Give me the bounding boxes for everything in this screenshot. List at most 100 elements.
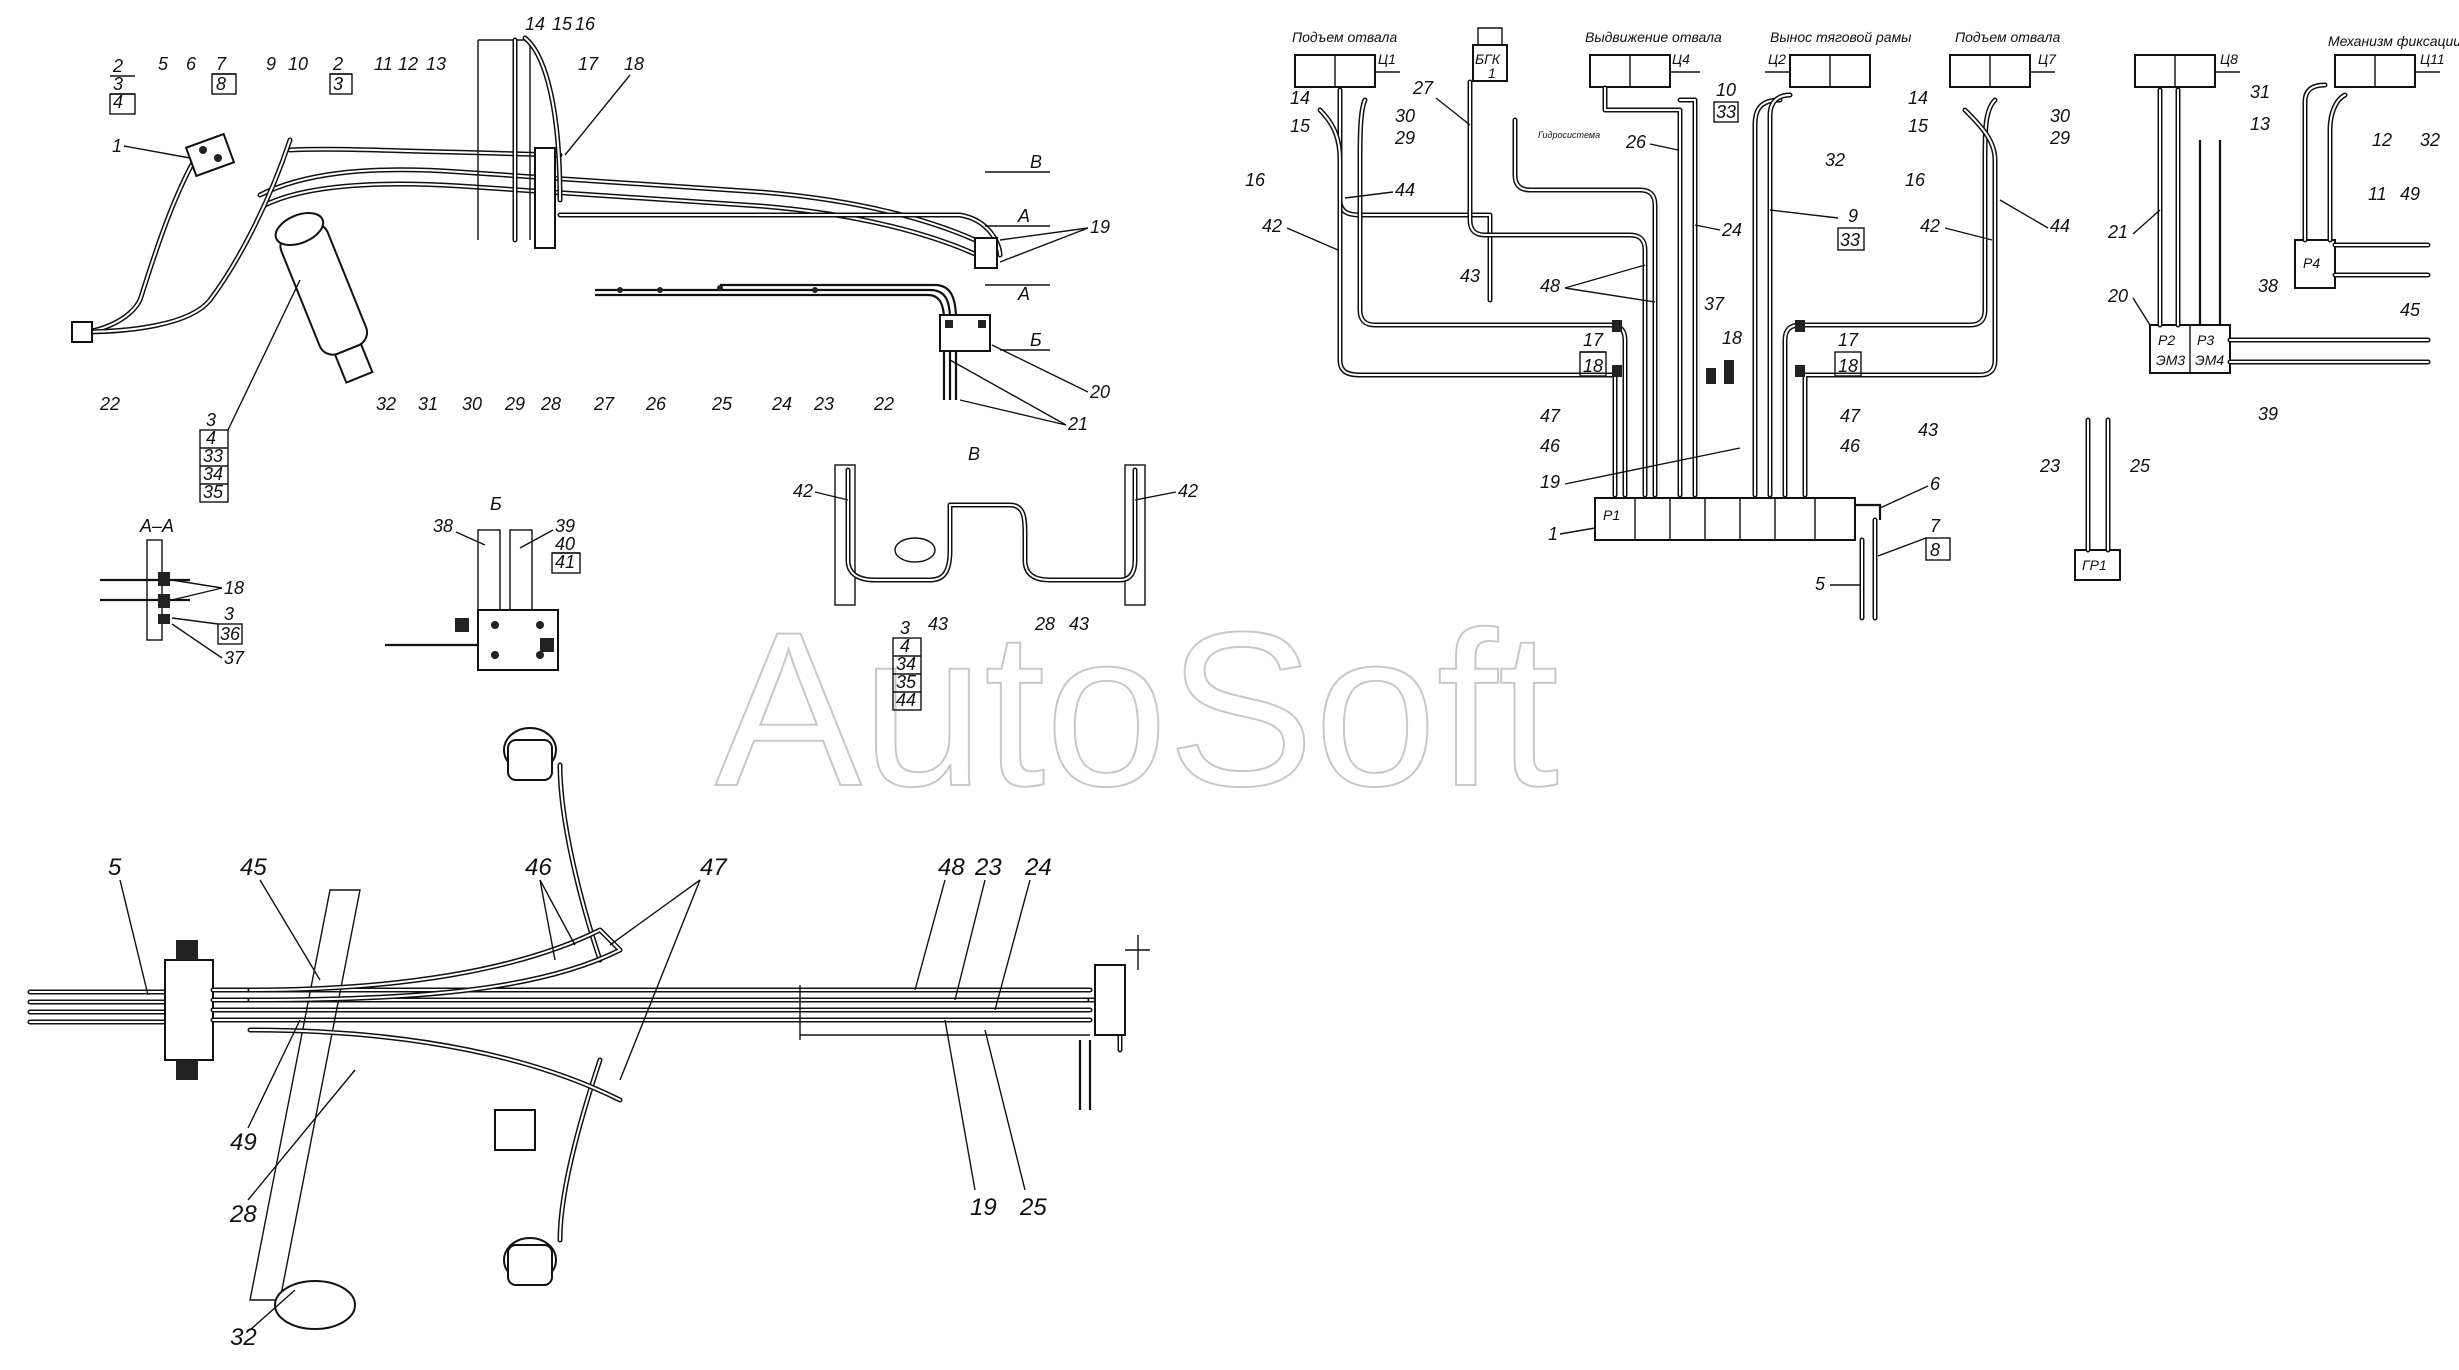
top-left-assembly: 1 2 3 4 5 6 7 8 9 10 2 3 11 12 13 14 15 … [71,14,1110,503]
sch-callout-46-right: 46 [1840,436,1861,456]
callout-7: 7 [216,54,227,74]
caption-blade-lift-left: Подъем отвала [1292,29,1397,45]
distributor-1 [184,132,236,178]
callout-v-35: 35 [896,672,917,692]
section-a-top: А [1017,206,1030,226]
section-a-bottom: А [1017,284,1030,304]
callout-29: 29 [504,394,525,414]
caption-blade-lift-right: Подъем отвала [1955,29,2060,45]
sch-callout-32-mid: 32 [1825,150,1845,170]
callout-12: 12 [398,54,418,74]
sch-callout-14-left: 14 [1290,88,1310,108]
bracket-19 [974,237,998,269]
callout-b-40: 40 [555,534,575,554]
callout-5: 5 [158,54,169,74]
section-v-view: В 42 42 43 43 28 3 4 34 35 44 [793,444,1198,711]
sch-callout-26: 26 [1625,132,1647,152]
section-b-view: Б 38 39 40 41 [385,494,581,671]
svg-text:Р3: Р3 [2197,332,2214,348]
cylinder-c2: Ц2 [1765,51,1871,88]
hose-22 [77,147,203,335]
svg-text:Ц7: Ц7 [2038,51,2057,67]
svg-text:1: 1 [1488,65,1496,81]
callout-v-44: 44 [896,690,916,710]
block-bgk: БГК 1 Гидросистема [1472,27,1600,140]
sch-callout-44-left: 44 [1395,180,1415,200]
sch-callout-37: 37 [1704,294,1725,314]
callout-1: 1 [112,136,122,156]
sch-callout-24: 24 [1721,220,1742,240]
plan-callout-28: 28 [229,1201,257,1228]
plan-callout-19: 19 [970,1194,997,1221]
sch-callout-46-left: 46 [1540,436,1561,456]
svg-text:Ц4: Ц4 [1672,51,1690,67]
sch-callout-27: 27 [1412,78,1434,98]
svg-text:ГР1: ГР1 [2082,557,2107,573]
callout-28: 28 [540,394,561,414]
sch-callout-23: 23 [2039,456,2060,476]
sch-callout-13: 13 [2250,114,2270,134]
cylinder-c1: Ц1 [1294,51,1400,88]
sch-callout-8: 8 [1930,540,1940,560]
callout-v-28: 28 [1034,614,1055,634]
svg-text:Гидросистема: Гидросистема [1538,130,1600,140]
caption-fixing-mechanism: Механизм фиксации [2328,33,2459,49]
sch-callout-17-right: 17 [1838,330,1859,350]
distributor-p1: Р1 [1594,497,1882,541]
callout-2b: 2 [332,54,343,74]
plan-callout-23: 23 [974,854,1002,881]
callout-34c: 34 [203,464,223,484]
callout-3b: 3 [333,74,343,94]
callout-4c: 4 [206,428,216,448]
callout-16: 16 [575,14,596,34]
section-v-top: В [1030,152,1042,172]
callout-19: 19 [1090,217,1110,237]
sch-callout-16-left: 16 [1245,170,1266,190]
svg-text:Ц2: Ц2 [1768,51,1786,67]
sch-callout-20: 20 [2107,286,2128,306]
sch-callout-39: 39 [2258,404,2278,424]
callout-aa-3: 3 [224,604,234,624]
sch-callout-47-left: 47 [1540,406,1561,426]
watermark: AutoSoft [715,586,1559,832]
callout-23: 23 [813,394,834,414]
sch-callout-32-right: 32 [2420,130,2440,150]
callout-25: 25 [711,394,733,414]
plan-callout-45: 45 [240,854,267,881]
callout-v-42-left: 42 [793,481,813,501]
callout-v-43-left: 43 [928,614,948,634]
plan-callout-49: 49 [230,1129,257,1156]
sch-callout-12: 12 [2372,130,2392,150]
sch-callout-31: 31 [2250,82,2270,102]
sch-callout-11: 11 [2368,184,2387,204]
hose-bundle-main [257,167,978,243]
svg-text:Ц11: Ц11 [2420,51,2445,67]
callout-aa-36: 36 [220,624,241,644]
callout-8: 8 [216,74,226,94]
callout-b-38: 38 [433,516,453,536]
sch-callout-42-right: 42 [1920,216,1940,236]
sch-callout-17-left: 17 [1583,330,1604,350]
callout-b-39: 39 [555,516,575,536]
cylinder-c7: Ц7 [1949,51,2057,88]
plan-callout-25: 25 [1019,1194,1047,1221]
callout-21: 21 [1067,414,1088,434]
sch-callout-44-right: 44 [2050,216,2070,236]
callout-aa-18: 18 [224,578,244,598]
caption-drawframe-out: Вынос тяговой рамы [1770,29,1912,45]
callout-13: 13 [426,54,446,74]
sch-callout-33-top: 33 [1716,102,1736,122]
sch-callout-45: 45 [2400,300,2421,320]
svg-text:Р1: Р1 [1603,507,1620,523]
callout-3: 3 [113,74,123,94]
plan-callout-24: 24 [1024,854,1052,881]
callout-15: 15 [552,14,573,34]
bottom-plan-view: 5 45 46 47 48 23 24 49 28 32 19 25 [27,727,1150,1351]
callout-35c: 35 [203,482,224,502]
callout-24: 24 [771,394,792,414]
sch-callout-33: 33 [1840,230,1860,250]
sch-callout-1: 1 [1548,524,1558,544]
sch-callout-25: 25 [2129,456,2151,476]
